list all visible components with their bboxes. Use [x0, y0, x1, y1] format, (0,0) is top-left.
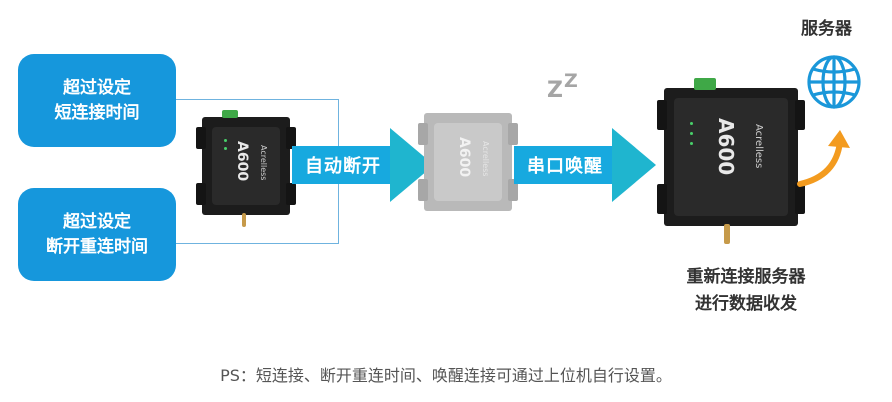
flow-label-wakeup: 串口唤醒	[527, 156, 603, 177]
arrow-right-icon	[612, 128, 656, 202]
device-a600-sleeping: A600 Acrelless	[418, 113, 518, 211]
mounting-ear	[508, 123, 518, 145]
mounting-ear	[657, 100, 667, 130]
device-brand-label: Acrelless	[259, 145, 268, 181]
device-a600-active: A600 Acrelless	[196, 110, 296, 227]
mounting-ear	[657, 184, 667, 214]
device-face	[674, 98, 788, 216]
mounting-ear	[286, 127, 296, 149]
status-led	[690, 132, 693, 135]
device-brand-label: Acrelless	[753, 124, 764, 169]
flow-band-wakeup: 串口唤醒	[514, 146, 616, 184]
reconnect-line1: 重新连接服务器	[686, 267, 806, 287]
sleep-indicator: ZZ	[547, 70, 578, 103]
arrow-right-icon	[390, 128, 434, 202]
mounting-ear	[196, 127, 206, 149]
condition-line2: 断开重连时间	[46, 236, 148, 257]
mounting-ear	[418, 179, 428, 201]
device-a600-reconnected: A600 Acrelless	[657, 78, 805, 244]
mounting-ear	[418, 123, 428, 145]
device-face	[434, 123, 502, 201]
condition-line2: 短连接时间	[54, 102, 140, 123]
footnote: PS：短连接、断开重连时间、唤醒连接可通过上位机自行设置。	[220, 366, 672, 385]
connector-top-horizontal	[176, 99, 339, 100]
condition-line1: 超过设定	[63, 211, 131, 232]
curved-arrow-icon	[797, 130, 850, 187]
server-label: 服务器	[801, 19, 852, 39]
terminal-block	[694, 78, 716, 90]
globe-icon	[807, 55, 861, 109]
flow-label-disconnect: 自动断开	[305, 156, 381, 177]
reconnect-caption: 重新连接服务器 进行数据收发	[646, 264, 846, 318]
mounting-ear	[795, 100, 805, 130]
device-model-label: A600	[456, 137, 472, 178]
antenna	[724, 224, 730, 244]
condition-box-reconnect: 超过设定 断开重连时间	[18, 188, 176, 281]
connector-bottom-horizontal	[176, 243, 339, 244]
condition-box-short-connection: 超过设定 短连接时间	[18, 54, 176, 147]
status-led	[690, 142, 693, 145]
mounting-ear	[196, 183, 206, 205]
mounting-ear	[508, 179, 518, 201]
reconnect-line2: 进行数据收发	[695, 294, 797, 314]
flow-band-disconnect: 自动断开	[292, 146, 394, 184]
sleep-z-small: Z	[563, 70, 578, 92]
antenna	[242, 213, 246, 227]
terminal-block	[222, 110, 238, 118]
device-brand-label: Acrelless	[481, 141, 490, 177]
device-model-label: A600	[234, 141, 250, 182]
condition-line1: 超过设定	[63, 77, 131, 98]
status-led	[224, 139, 227, 142]
sleep-z-large: Z	[547, 78, 563, 103]
mounting-ear	[286, 183, 296, 205]
status-led	[690, 122, 693, 125]
device-face	[212, 127, 280, 205]
device-model-label: A600	[714, 118, 738, 176]
mounting-ear	[795, 184, 805, 214]
status-led	[224, 147, 227, 150]
